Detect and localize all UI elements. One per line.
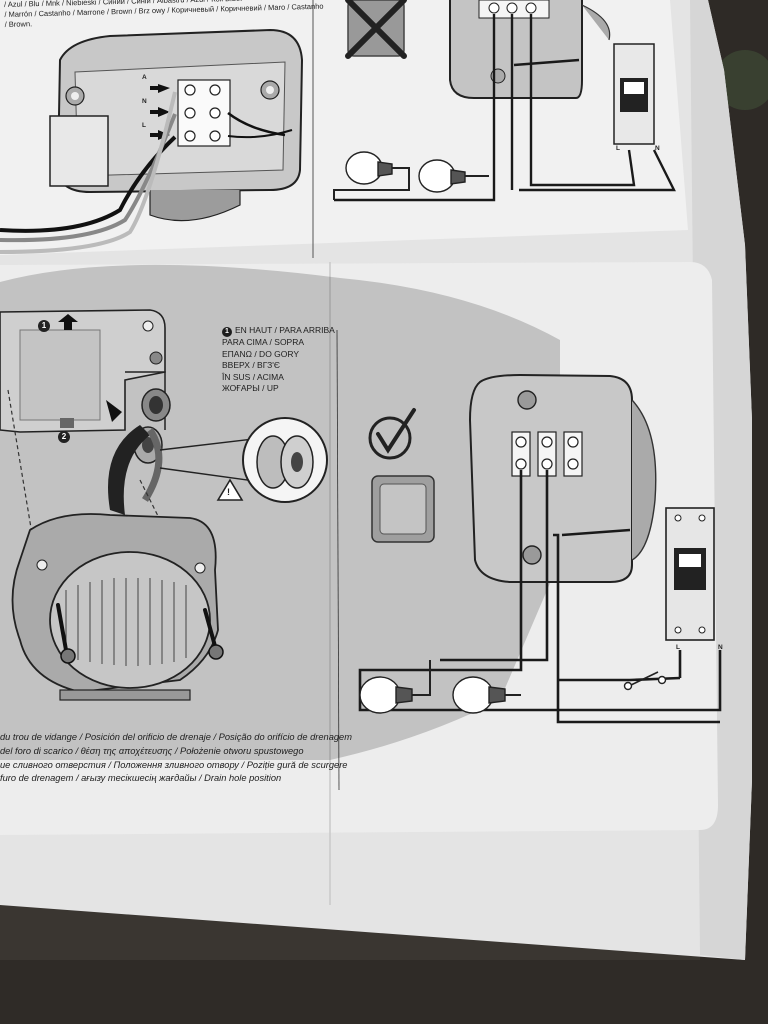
warning-icon: ! <box>227 487 230 497</box>
bottom-breaker-switch-label: ON <box>688 556 700 565</box>
up-marker: 1 <box>222 327 232 337</box>
up-instruction-line: ВВЕРХ / ВГЗ'Є <box>222 360 281 370</box>
bottom-breaker-l-label: L <box>676 644 680 651</box>
drain-text-line: ие сливного отверстия / Положення зливно… <box>0 759 348 770</box>
terminal-label-n: N <box>142 98 147 105</box>
terminal-label-l: L <box>142 122 146 129</box>
top-breaker-switch-label: ON <box>624 83 636 92</box>
drain-text-line: del foro di scarico / θέση της αποχέτευσ… <box>0 745 304 756</box>
up-instruction-line: ΕΠΑΝΩ / DO GORY <box>222 348 300 359</box>
step-marker-2: 2 <box>58 431 70 443</box>
up-instruction-line: EN HAUT / PARA ARRIBA <box>235 325 335 335</box>
top-breaker-l-label: L <box>616 145 620 152</box>
step-marker-1: 1 <box>38 320 50 332</box>
top-breaker-n-label: N <box>655 145 660 152</box>
terminal-label-a: A <box>142 74 147 81</box>
up-instruction-line: PARA CIMA / SOPRA <box>222 337 305 347</box>
up-instruction-line: ЖОҒАРЫ / UP <box>222 383 279 393</box>
drain-text-line: furo de drenagem / ағызу тесікшесің жағд… <box>0 773 282 784</box>
up-instruction-line: ÎN SUS / ACIMA <box>222 371 284 382</box>
bottom-breaker-n-label: N <box>718 644 723 651</box>
drain-hole-position-text: du trou de vidange / Posición del orific… <box>0 731 352 786</box>
drain-text-line: du trou de vidange / Posición del orific… <box>0 732 352 742</box>
